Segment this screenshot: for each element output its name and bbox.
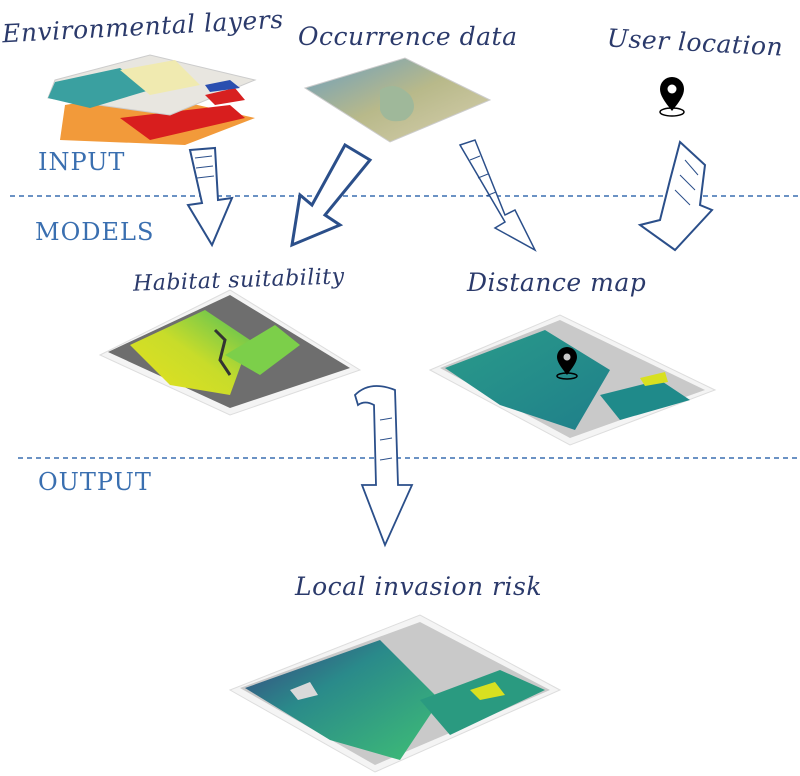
arrow-down-icon <box>458 139 537 252</box>
location-pin-icon <box>556 347 578 380</box>
distance-map <box>428 314 717 446</box>
habitat-suitability-map <box>98 289 362 416</box>
occurrence-data-map <box>303 57 492 143</box>
stage-label-models: MODELS <box>35 218 155 246</box>
arrow-down-icon <box>290 142 373 248</box>
stage-label-output: OUTPUT <box>38 468 152 496</box>
occurrence-data-title: Occurrence data <box>298 22 518 51</box>
arrow-down-icon <box>186 146 234 248</box>
stage-label-input: INPUT <box>38 148 126 176</box>
local-invasion-risk-title: Local invasion risk <box>295 572 542 601</box>
arrow-down-icon <box>353 385 414 548</box>
local-invasion-risk-map <box>228 614 562 773</box>
location-pin-icon <box>659 77 685 117</box>
distance-map-title: Distance map <box>467 268 647 297</box>
arrow-down-icon <box>637 140 714 252</box>
environmental-layers-map <box>47 54 257 145</box>
